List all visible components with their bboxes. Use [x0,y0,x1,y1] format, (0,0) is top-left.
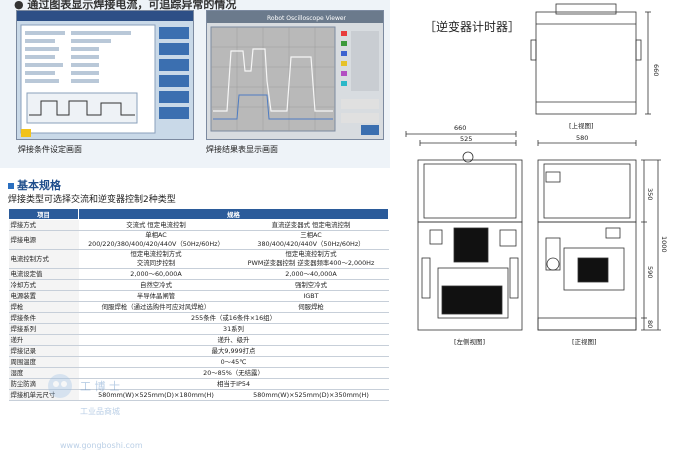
spec-body: 焊接方式交流式 恒定电流控制直流逆变器式 恒定电流控制焊接电源单相AC 200/… [8,219,389,401]
front-view-drawing [537,140,661,331]
spec-value-cell: 255条件（或16条件×16组） [78,312,389,324]
spec-row: 焊接方式交流式 恒定电流控制直流逆变器式 恒定电流控制 [8,219,389,231]
spec-value-cell: 20～85%（无结露） [78,367,389,379]
welding-result-screenshot: Robot Oscilloscope Viewer [206,10,384,140]
spec-ac-cell: 伺服焊枪（通过选购件可应对风焊枪） [78,301,234,313]
spec-row: 电流控制方式恒定电流控制方式 交流同步控制恒定电流控制方式 PWM逆变器控制 逆… [8,249,389,269]
inverter-timer-drawings: 660 660 525 580 3 [405,3,668,331]
svg-text:工业品商城: 工业品商城 [80,406,120,416]
spec-ac-cell: 580mm(W)×525mm(D)×180mm(H) [78,389,234,401]
left-view-inner-dim: 525 [460,135,472,143]
section-subtitle: 焊接类型可选择交流和逆变器控制2种类型 [8,195,176,205]
gongboshi-watermark-logo: 工 博 士 工业品商城 www.gongboshi.com [48,374,143,450]
spec-item-cell: 焊枪 [8,301,79,313]
spec-value-cell: 0～45℃ [78,356,389,368]
welding-condition-caption: 焊接条件设定画面 [18,145,82,154]
spec-inverter-cell: 强制空冷式 [233,279,389,291]
welding-result-caption: 焊接结果表显示画面 [206,145,278,154]
spec-row: 冷却方式自然空冷式强制空冷式 [8,279,389,291]
header-item: 项目 [8,208,79,220]
spec-item-cell: 电流控制方式 [8,249,79,269]
spec-ac-cell: 2,000～60,000A [78,268,234,280]
spec-ac-cell: 单相AC 200/220/380/400/420/440V（50Hz/60Hz） [78,230,234,250]
spec-row: 焊枪伺服焊枪（通过选购件可应对风焊枪）伺服焊枪 [8,301,389,313]
front-view-width-dim: 580 [576,134,588,142]
spec-ac-cell: 半导体晶闸管 [78,290,234,302]
spec-row: 防尘防滴相当于IP54 [8,378,389,390]
spec-inverter-cell: IGBT [233,290,389,302]
spec-row: 递升递升、级升 [8,334,389,346]
spec-inverter-cell: 2,000～40,000A [233,268,389,280]
top-view-drawing [530,3,651,115]
front-view-total-dim: 1000 [660,236,668,253]
spec-item-cell: 周围温度 [8,356,79,368]
spec-value-cell: 递升、级升 [78,334,389,346]
spec-item-cell: 焊接机单元尺寸 [8,389,79,401]
header-spec: 规格 [78,208,389,220]
spec-row: 焊接记录最大9,999打点 [8,345,389,357]
spec-item-cell: 防尘防滴 [8,378,79,390]
spec-ac-cell: 交流式 恒定电流控制 [78,219,234,231]
section-square-icon [8,183,14,189]
spec-item-cell: 湿度 [8,367,79,379]
drawing-title: ［逆变器计时器］ [424,20,521,34]
spec-inverter-cell: 580mm(W)×525mm(D)×350mm(H) [233,389,389,401]
spec-ac-cell: 恒定电流控制方式 交流同步控制 [78,249,234,269]
section-title-text: 基本规格 [17,179,61,192]
spec-inverter-cell: 直流逆变器式 恒定电流控制 [233,219,389,231]
spec-header-row: 项目 规格 [8,208,389,220]
front-view-h1-dim: 350 [646,188,654,200]
oscilloscope-header: Robot Oscilloscope Viewer [267,15,347,22]
spec-inverter-cell: 恒定电流控制方式 PWM逆变器控制 逆变器频率400～2,000Hz [233,249,389,269]
spec-row: 焊接电源单相AC 200/220/380/400/420/440V（50Hz/6… [8,230,389,250]
intro-bullet: ● 通过图表显示焊接电流，可追踪异常的情况 [14,0,237,11]
welding-condition-screen-art [17,11,193,137]
front-view-h3-dim: 80 [646,320,654,328]
spec-item-cell: 焊接系列 [8,323,79,335]
spec-table: 项目 规格 焊接方式交流式 恒定电流控制直流逆变器式 恒定电流控制焊接电源单相A… [8,208,389,401]
spec-item-cell: 电源装置 [8,290,79,302]
left-view-width-dim: 660 [454,124,466,132]
spec-item-cell: 焊接记录 [8,345,79,357]
spec-item-cell: 焊接电源 [8,230,79,250]
front-view-h2-dim: 590 [646,266,654,278]
spec-item-cell: 递升 [8,334,79,346]
spec-value-cell: 最大9,999打点 [78,345,389,357]
front-view-label: [正视图] [572,338,597,346]
welding-condition-screenshot [16,10,194,140]
spec-ac-cell: 自然空冷式 [78,279,234,291]
spec-item-cell: 焊接方式 [8,219,79,231]
spec-value-cell: 相当于IP54 [78,378,389,390]
top-view-height-dim: 660 [652,64,660,76]
svg-text:www.gongboshi.com: www.gongboshi.com [60,441,143,450]
spec-value-cell: 31系列 [78,323,389,335]
spec-item-cell: 电流设定值 [8,268,79,280]
top-view-label: [上视图] [569,122,594,130]
left-view-drawing [405,131,523,331]
spec-inverter-cell: 伺服焊枪 [233,301,389,313]
left-view-label: [左侧视图] [454,338,486,346]
welding-result-screen-art: Robot Oscilloscope Viewer [207,11,383,135]
svg-text:工 博 士: 工 博 士 [80,380,120,393]
spec-item-cell: 冷却方式 [8,279,79,291]
spec-inverter-cell: 三相AC 380/400/420/440V（50Hz/60Hz） [233,230,389,250]
spec-item-cell: 焊接条件 [8,312,79,324]
section-title: 基本规格 [8,177,61,193]
